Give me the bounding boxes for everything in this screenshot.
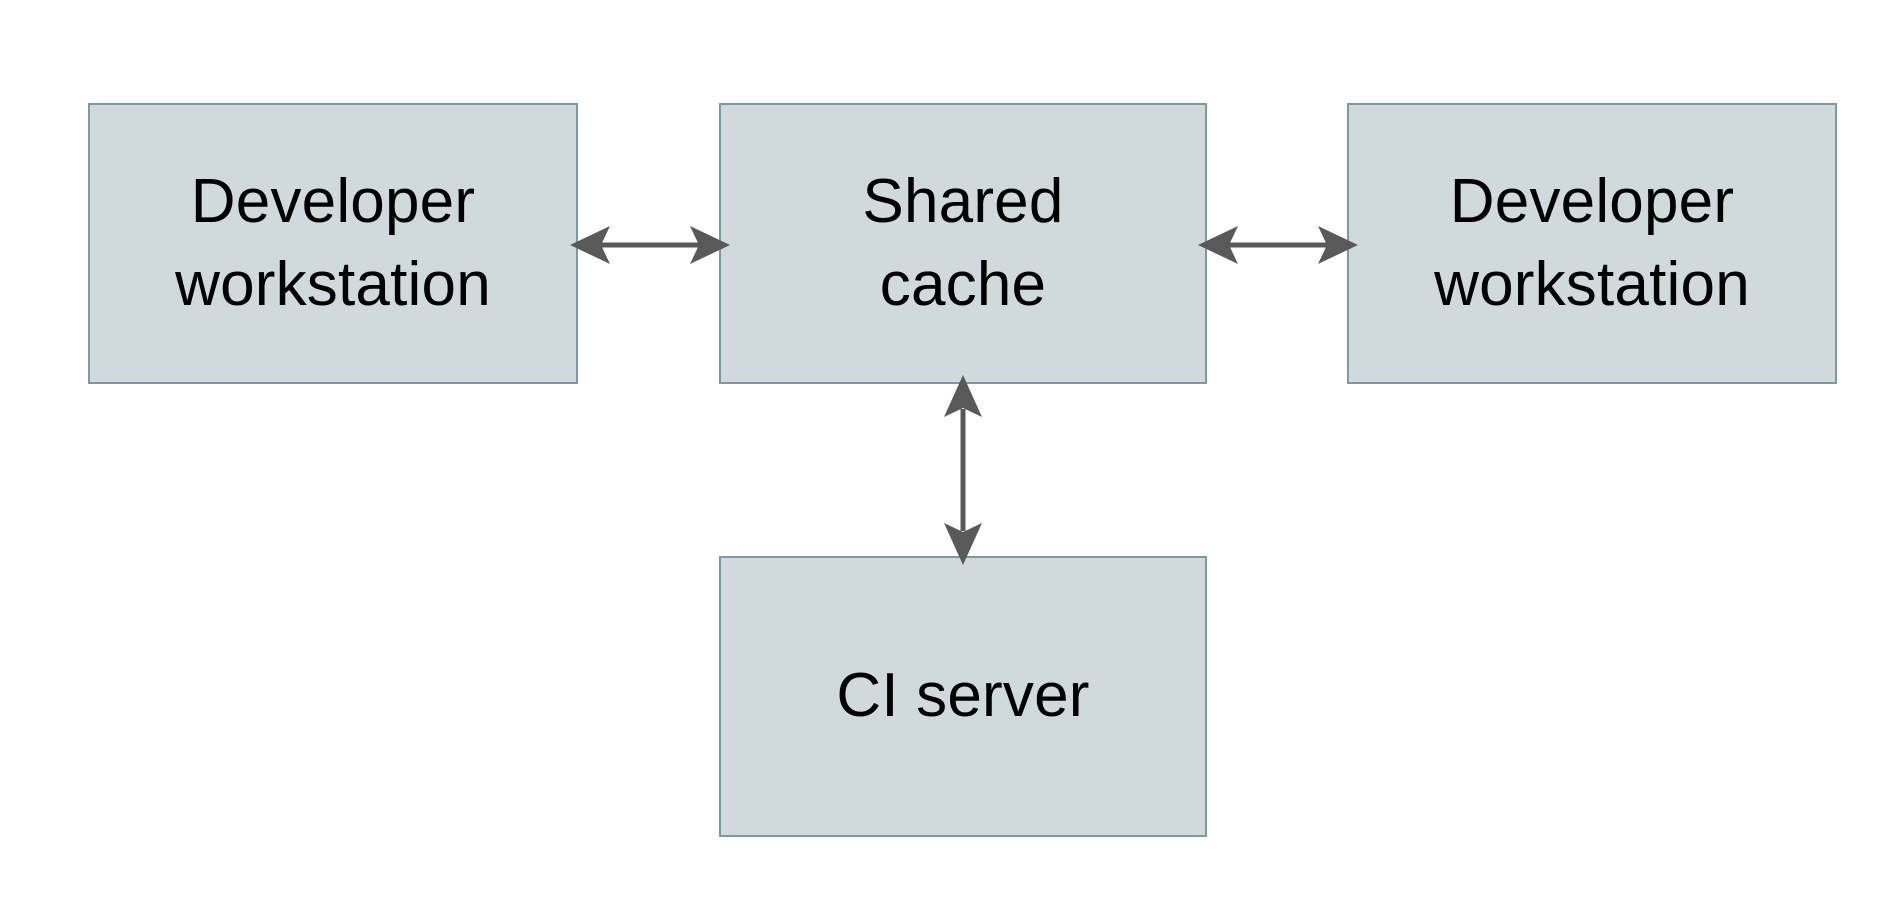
node-label: Shared cache <box>862 167 1064 319</box>
arrowhead-left-icon <box>570 226 610 264</box>
node-shared-cache[interactable]: Shared cache <box>719 103 1207 384</box>
connector-cache-to-ci-server[interactable] <box>923 375 1003 565</box>
arrowhead-right-icon <box>1318 226 1358 264</box>
arrowhead-down-icon <box>944 523 982 565</box>
node-label: Developer workstation <box>175 167 491 319</box>
node-developer-workstation-right[interactable]: Developer workstation <box>1347 103 1837 384</box>
node-ci-server[interactable]: CI server <box>719 556 1207 837</box>
arrowhead-right-icon <box>690 226 730 264</box>
node-developer-workstation-left[interactable]: Developer workstation <box>88 103 578 384</box>
arrowhead-up-icon <box>944 375 982 417</box>
node-label: Developer workstation <box>1434 167 1750 319</box>
connector-cache-to-dev-right[interactable] <box>1198 205 1358 285</box>
connector-dev-left-to-cache[interactable] <box>570 205 730 285</box>
node-label: CI server <box>836 661 1090 731</box>
arrowhead-left-icon <box>1198 226 1238 264</box>
